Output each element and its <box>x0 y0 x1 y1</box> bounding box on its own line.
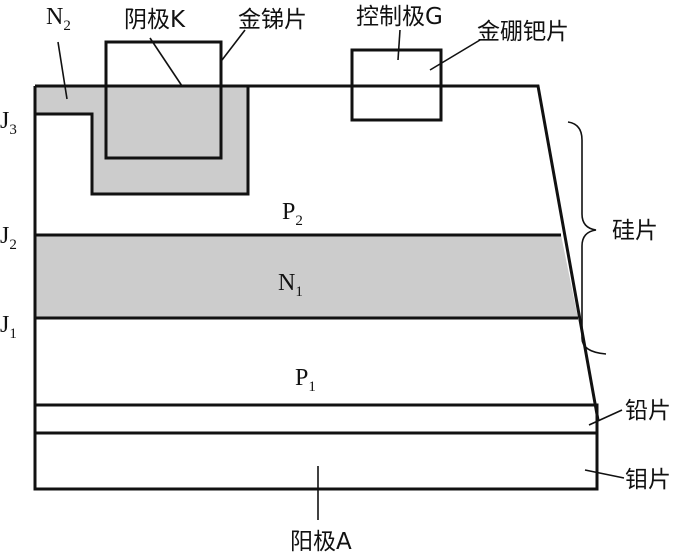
gate-electrode <box>350 48 443 122</box>
n1-label: N1 <box>278 270 303 300</box>
gate-leader <box>397 29 401 61</box>
gold-boron-label: 金硼钯片 <box>477 19 569 45</box>
p1-label: P1 <box>295 365 316 395</box>
lead-label: 铅片 <box>625 398 671 424</box>
n2-region-border <box>35 86 250 196</box>
silicon-wafer-outline <box>33 84 600 421</box>
lead-leader <box>588 409 623 426</box>
silicon-brace <box>567 121 607 355</box>
gold-antimony-leader <box>221 29 246 61</box>
cathode-label: 阴极K <box>124 7 186 33</box>
anode-label: 阳极A <box>290 529 352 555</box>
j2-label: J2 <box>0 223 17 253</box>
gate-label: 控制极G <box>356 4 443 30</box>
n2-region <box>35 86 248 194</box>
molybdenum-label: 钼片 <box>625 467 671 493</box>
lead-layer <box>33 403 599 435</box>
j3-label: J3 <box>0 108 17 138</box>
cathode-leader <box>149 37 183 87</box>
molybdenum-leader <box>584 469 625 479</box>
n1-layer <box>35 235 578 318</box>
j1-label: J1 <box>0 312 17 342</box>
n2-leader <box>57 41 68 100</box>
gold-boron-leader <box>429 39 481 71</box>
silicon-label: 硅片 <box>612 218 658 244</box>
p2-label: P2 <box>282 199 303 229</box>
cathode-electrode <box>104 40 223 160</box>
gold-antimony-label: 金锑片 <box>238 7 307 33</box>
n2-label: N2 <box>46 4 71 34</box>
molybdenum-layer <box>33 431 599 491</box>
